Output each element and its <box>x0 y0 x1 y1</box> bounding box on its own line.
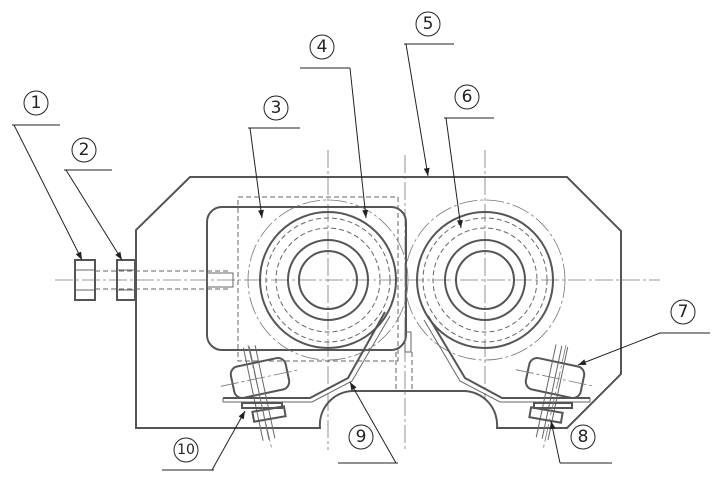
left-nut <box>251 405 287 423</box>
adjusting-screw <box>74 259 230 301</box>
center-stop <box>404 331 412 353</box>
callout-label: 2 <box>79 140 90 160</box>
dashed-envelope <box>237 196 399 362</box>
callout-label: 7 <box>678 302 689 322</box>
callout-5: 5 <box>404 11 454 177</box>
callout-8: 8 <box>549 420 612 464</box>
slot <box>206 272 234 288</box>
callout-1: 1 <box>12 90 83 261</box>
callout-label: 5 <box>423 14 434 34</box>
callout-label: 6 <box>462 87 473 107</box>
center-lines <box>55 150 660 450</box>
callout-label: 10 <box>177 442 195 458</box>
right-pinch-roller <box>515 344 595 440</box>
right-nut <box>528 406 564 424</box>
callout-6: 6 <box>444 84 494 229</box>
nut-2 <box>116 259 136 301</box>
callout-label: 4 <box>317 37 328 57</box>
right-roller <box>404 199 566 361</box>
callout-label: 8 <box>578 427 589 447</box>
callout-label: 3 <box>271 98 282 118</box>
callout-4: 4 <box>300 34 369 219</box>
callout-label: 9 <box>356 427 367 447</box>
callout-9: 9 <box>338 381 398 464</box>
callout-10: 10 <box>162 410 246 471</box>
housing-frame <box>135 176 622 429</box>
callout-label: 1 <box>31 93 42 113</box>
nut-1 <box>74 259 96 301</box>
callout-7: 7 <box>577 299 710 366</box>
callout-2: 2 <box>64 137 123 261</box>
callout-3: 3 <box>248 95 300 219</box>
left-roller <box>247 199 409 361</box>
